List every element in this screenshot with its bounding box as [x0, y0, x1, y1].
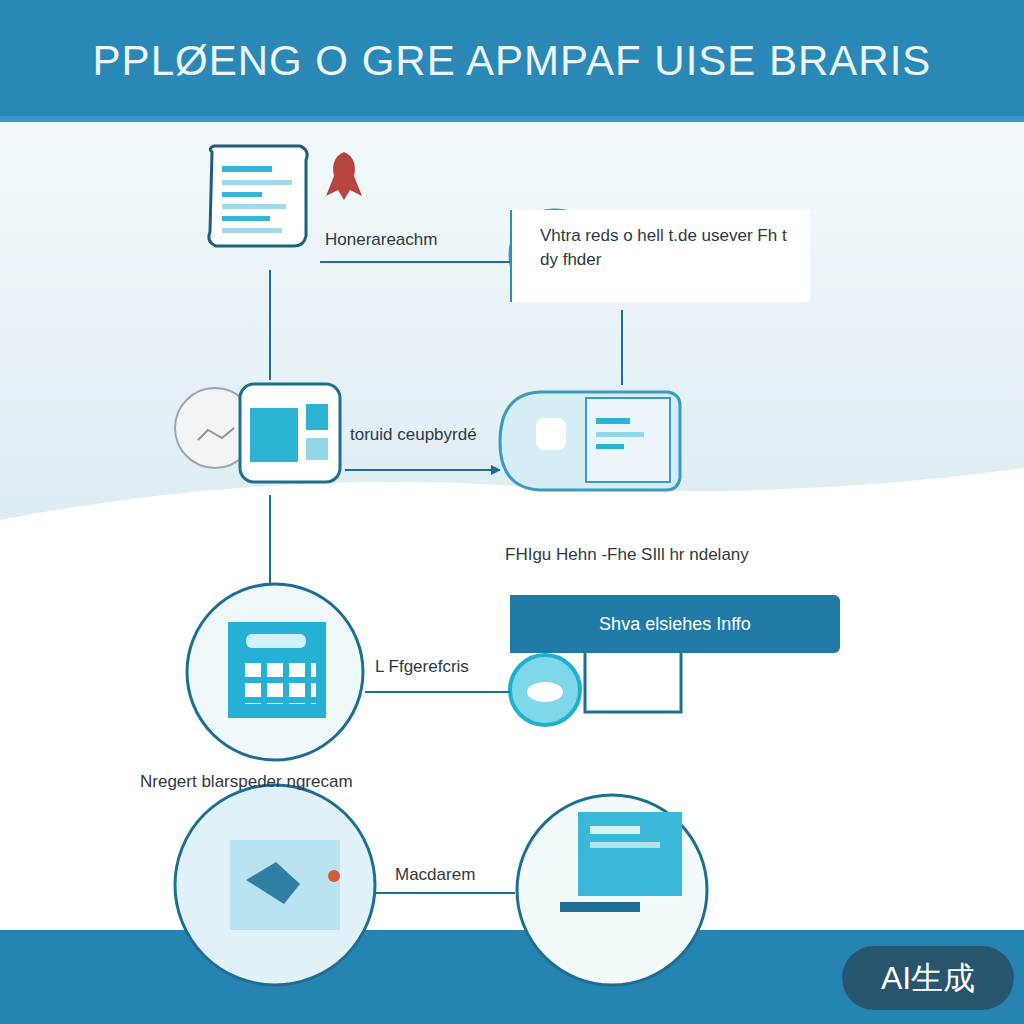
watermark: AI生成 [842, 946, 1014, 1010]
connector-line [375, 892, 515, 894]
node-heading: Nregert blarspeder ngrecam [140, 772, 353, 792]
connector-line [320, 261, 510, 263]
device-icon [175, 384, 340, 482]
diagram-node: FHIgu Hehn -Fhe SIll hr ndelany [500, 385, 680, 495]
connector-line [345, 469, 500, 471]
node-heading: Honerareachm [325, 230, 437, 250]
connector-line [269, 270, 271, 380]
monitor-icon [500, 392, 680, 490]
connector-line [269, 495, 271, 585]
connector-line [365, 691, 510, 693]
node-caption: FHIgu Hehn -Fhe SIll hr ndelany [505, 545, 749, 565]
info-bar: Shva elsiehes Inffo [510, 595, 840, 653]
diagram-node: Macdarem [515, 795, 705, 985]
node-heading: toruid ceupbyrdé [350, 425, 477, 445]
node-heading: Macdarem [395, 865, 475, 885]
diagram-node: Shva elsiehes Inffo [510, 595, 930, 720]
diagram-node: L Ffgerefcris [185, 585, 365, 760]
connector-line [621, 310, 623, 385]
scene-circle [175, 785, 375, 985]
diagram-node: Nregert blarspeder ngrecam [175, 800, 375, 985]
monitor-circle [517, 795, 707, 985]
page-title: PPLØENG O GRE APMPAF UISE BRARIS [0, 0, 1024, 122]
node-heading: L Ffgerefcris [375, 657, 469, 677]
diagram-node: toruid ceupbyrdé [175, 380, 345, 495]
diagram-node: Vhtra reds o hell t.de usever Fh t dy fh… [510, 210, 900, 310]
callout-box: Vhtra reds o hell t.de usever Fh t dy fh… [510, 210, 810, 302]
diagram-node: Honerareachm [200, 140, 320, 270]
calendar-circle [187, 584, 363, 760]
